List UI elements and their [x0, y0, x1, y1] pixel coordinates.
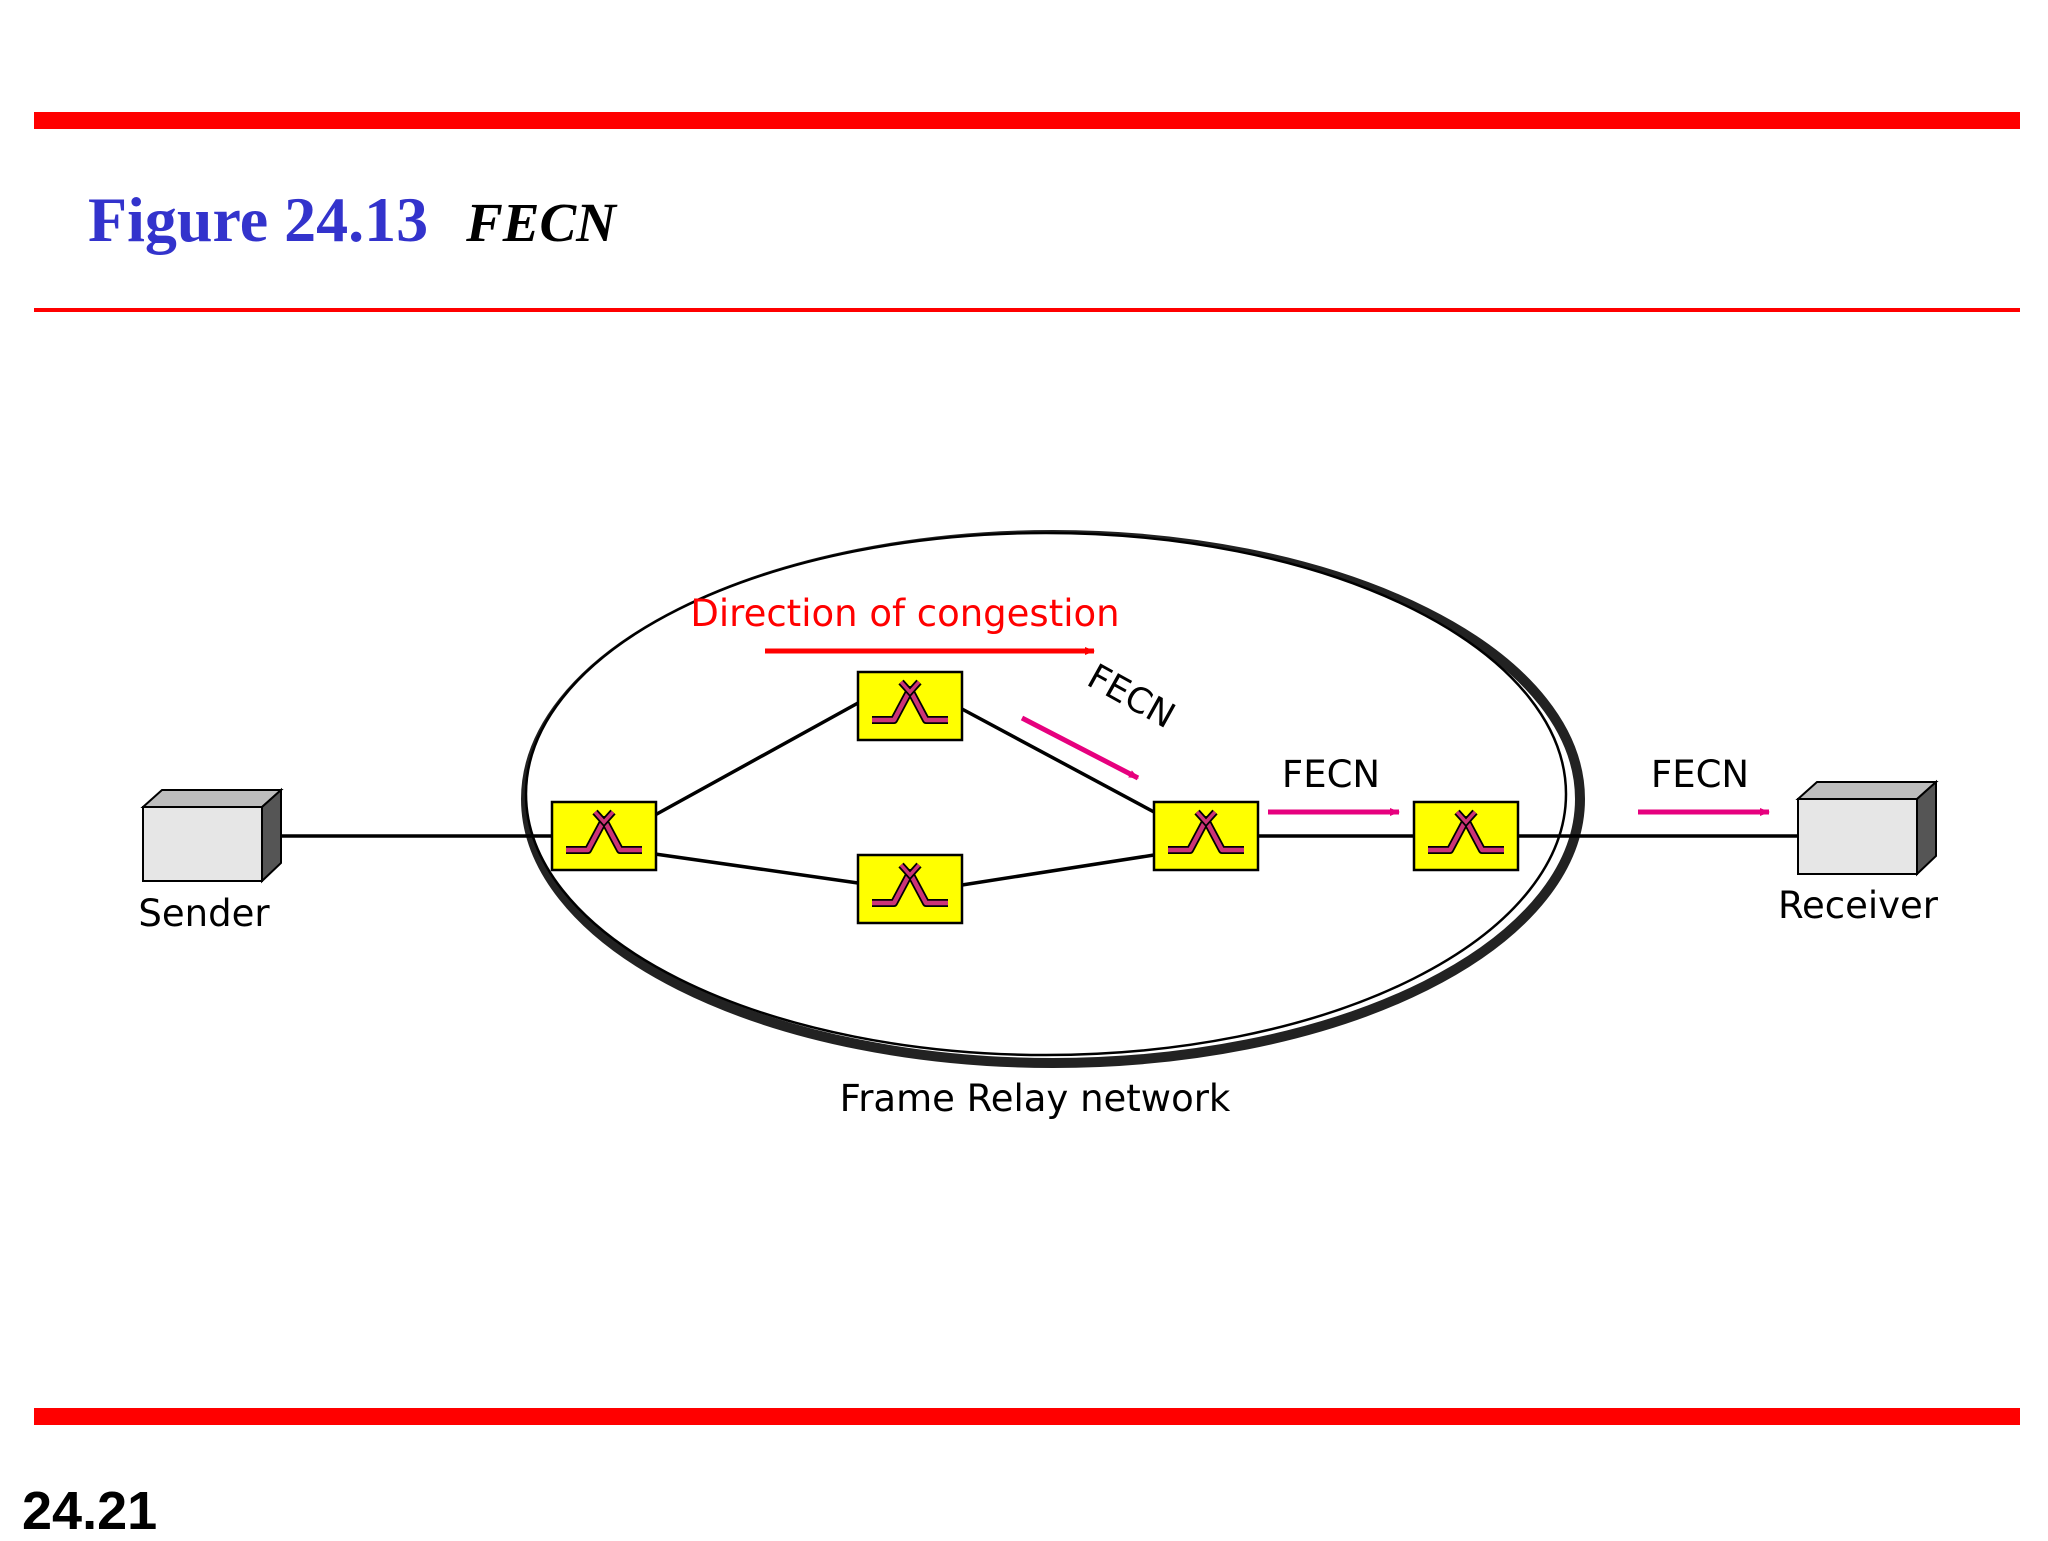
link-switch3-switch4	[961, 853, 1155, 887]
frame-relay-network-cloud	[521, 530, 1585, 1068]
figure-name: FECN	[466, 192, 616, 253]
sender-label: Sender	[138, 892, 270, 935]
page-number: 24.21	[22, 1481, 158, 1541]
fecn-arrow-1	[1020, 715, 1140, 781]
receiver-host	[1795, 779, 1939, 877]
network-links	[270, 701, 1798, 887]
link-switch1-switch3	[654, 852, 859, 885]
figure-number: Figure 24.13	[88, 184, 429, 255]
title-rule	[34, 308, 2020, 312]
switch-2	[858, 672, 962, 740]
congestion-label: Direction of congestion	[690, 592, 1119, 635]
network-label: Frame Relay network	[840, 1077, 1231, 1120]
top-rule	[34, 112, 2020, 129]
fecn-label-2: FECN	[1282, 753, 1380, 796]
switch-1	[552, 802, 656, 870]
link-switch1-switch2	[654, 701, 859, 817]
switch-4	[1154, 802, 1258, 870]
fecn-label-3: FECN	[1651, 753, 1749, 796]
bottom-rule	[34, 1408, 2020, 1425]
sender-host	[140, 787, 284, 884]
switch-5	[1414, 802, 1518, 870]
link-switch2-switch4	[961, 707, 1155, 814]
switch-3	[858, 855, 962, 923]
receiver-label: Receiver	[1778, 884, 1939, 927]
